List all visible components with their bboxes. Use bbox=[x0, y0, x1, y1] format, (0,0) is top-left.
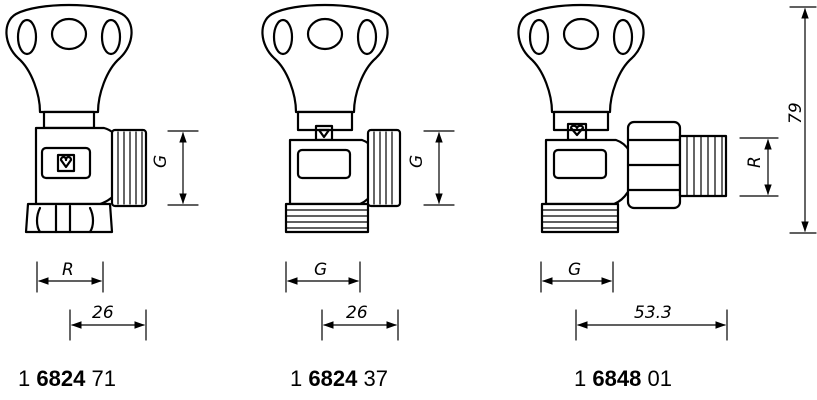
valve-2-bottom-dim-label: G bbox=[314, 260, 327, 280]
valve-3-height-dimension: 79 bbox=[786, 6, 817, 234]
valve-2-length-dim-label: 26 bbox=[346, 303, 368, 323]
valve-1-part-number: 1 6824 71 bbox=[18, 366, 116, 392]
valve-3-length-dim-label: 53.3 bbox=[634, 303, 672, 323]
valve-1-code-suffix: 71 bbox=[91, 366, 116, 391]
valve-2-part-number: 1 6824 37 bbox=[290, 366, 388, 392]
valve-2-side-dim-label: G bbox=[407, 155, 427, 168]
valve-3-body bbox=[540, 110, 728, 234]
valve-2-code-main: 6824 bbox=[308, 366, 358, 391]
valve-1-body bbox=[24, 110, 148, 234]
valve-1-length-dim-label: 26 bbox=[92, 303, 114, 323]
valve-3-code-main: 6848 bbox=[592, 366, 642, 391]
valve-3-side-dimension: R bbox=[739, 137, 779, 197]
valve-2-code-prefix: 1 bbox=[290, 366, 303, 391]
valve-2-length-dimension: 26 bbox=[321, 303, 399, 341]
valve-1-side-dimension: G bbox=[151, 130, 199, 206]
valve-3-handwheel bbox=[517, 3, 645, 114]
valve-3-code-prefix: 1 bbox=[574, 366, 587, 391]
valve-1-bottom-dimension: R bbox=[36, 260, 104, 293]
valve-3-length-dimension: 53.3 bbox=[575, 303, 728, 341]
valve-3-bottom-dimension: G bbox=[540, 260, 614, 293]
valve-2-body bbox=[284, 110, 402, 234]
valve-2-drawing: G G 26 bbox=[261, 3, 455, 341]
valve-2-side-dimension: G bbox=[407, 130, 455, 206]
valve-2-code-suffix: 37 bbox=[363, 366, 388, 391]
valve-1-side-dim-label: G bbox=[151, 155, 171, 168]
valve-3-code-suffix: 01 bbox=[647, 366, 672, 391]
valve-1-code-main: 6824 bbox=[36, 366, 86, 391]
valve-1-handwheel bbox=[5, 3, 133, 114]
valve-3-height-dim-label: 79 bbox=[786, 102, 806, 124]
valve-3-drawing: R 79 G 53.3 bbox=[517, 3, 817, 341]
valve-3-side-dim-label: R bbox=[745, 156, 765, 168]
valve-1-bottom-dim-label: R bbox=[62, 260, 74, 280]
valve-2-bottom-dimension: G bbox=[285, 260, 361, 293]
valve-3-bottom-dim-label: G bbox=[568, 260, 581, 280]
valve-3-part-number: 1 6848 01 bbox=[574, 366, 672, 392]
valve-1-length-dimension: 26 bbox=[69, 303, 147, 341]
valve-2-handwheel bbox=[261, 3, 389, 114]
valve-1-code-prefix: 1 bbox=[18, 366, 31, 391]
valve-1-drawing: G R 26 bbox=[5, 3, 199, 341]
